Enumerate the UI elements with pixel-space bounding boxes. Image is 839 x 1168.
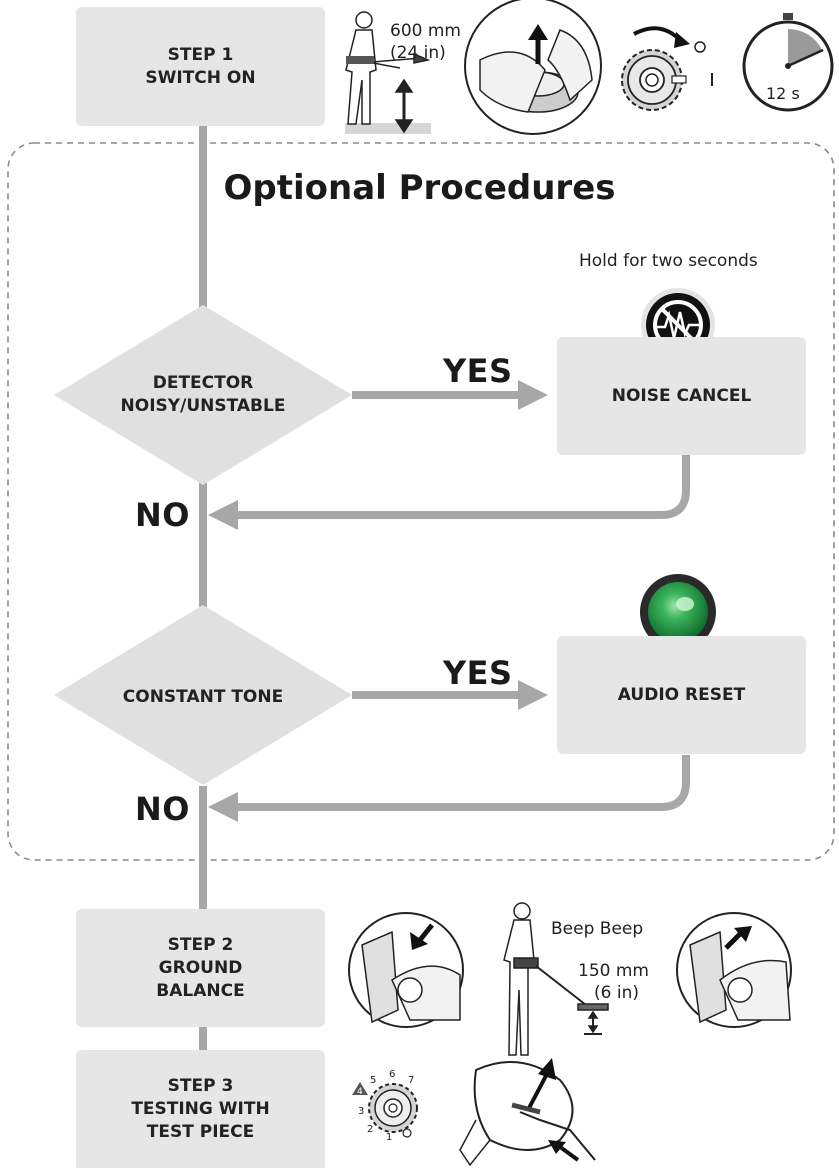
mode-dial-icon [352,1082,418,1138]
dial-number-2: 2 [367,1124,374,1135]
step-1-box: STEP 1 SWITCH ON [76,7,325,126]
step-2-box: STEP 2 GROUND BALANCE [76,909,325,1027]
dial-number-1: 1 [386,1132,393,1143]
step-3-line-3: TEST PIECE [146,1121,255,1142]
step-1-label: SWITCH ON [145,67,256,88]
decision-2-label: CONSTANT TONE [54,686,352,709]
decision-1-no: NO [135,496,190,534]
dial-number-5: 5 [370,1075,377,1086]
step-2-number: STEP 2 [167,934,234,955]
decision-1-line-1: DETECTOR [152,373,254,393]
step-1-height-label: 600 mm (24 in) [390,20,461,64]
decision-2-line-1: CONSTANT TONE [122,687,284,707]
height-mm: 150 mm [578,961,649,981]
audio-reset-label: AUDIO RESET [617,684,746,705]
decision-diamond-1 [54,305,352,485]
yes-arrow-1 [352,380,548,410]
audio-reset-led-icon [640,574,716,650]
operator-height-illustration [345,11,431,134]
step-2-height-label: 150 mm (6 in) [578,960,649,1004]
noise-cancel-label: NOISE CANCEL [611,385,752,406]
coil-connector-illustration [464,0,602,135]
step-1-number: STEP 1 [167,44,234,65]
decision-2-no: NO [135,790,190,828]
height-in: (6 in) [594,983,639,1003]
audio-reset-box: AUDIO RESET [557,636,806,754]
dial-number-3: 3 [358,1106,365,1117]
dial-number-4: 4 [357,1087,363,1097]
power-knob-icon [621,26,713,111]
decision-1-line-2: NOISY/UNSTABLE [120,396,286,416]
pump-height-illustration [503,902,609,1056]
dial-number-7: 7 [408,1075,415,1086]
release-button-illustration [676,912,792,1028]
beep-label: Beep Beep [551,919,644,939]
yes-arrow-2 [352,680,548,710]
step-3-box: STEP 3 TESTING WITH TEST PIECE [76,1050,325,1168]
step-2-line-2: GROUND [158,957,243,978]
decision-1-label: DETECTOR NOISY/UNSTABLE [54,372,352,418]
step-3-line-2: TESTING WITH [131,1098,270,1119]
dial-number-6: 6 [389,1069,396,1080]
noise-cancel-box: NOISE CANCEL [557,337,806,455]
step-2-line-3: BALANCE [156,980,245,1001]
return-arrow-1 [208,455,690,530]
noise-cancel-hint: Hold for two seconds [579,251,758,271]
optional-procedures-boundary [7,142,835,861]
page-title: Optional Procedures [223,168,616,208]
height-mm: 600 mm [390,21,461,41]
test-piece-illustration [459,1058,596,1167]
timer-label: 12 s [766,84,800,103]
decision-1-yes: YES [443,352,513,390]
return-arrow-2 [208,755,690,822]
step-3-number: STEP 3 [167,1075,234,1096]
decision-2-yes: YES [443,654,513,692]
height-in: (24 in) [390,43,446,63]
decision-diamond-2 [54,605,352,785]
timer-icon [742,13,834,112]
press-button-illustration [348,912,464,1028]
